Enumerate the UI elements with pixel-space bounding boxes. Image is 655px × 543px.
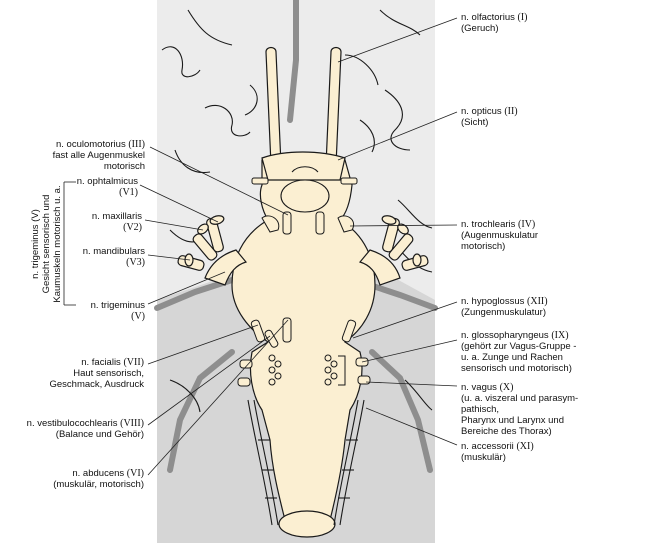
optic-chiasm bbox=[261, 151, 346, 181]
label-trigeminus-branch: n. trigeminus (V) bbox=[90, 300, 145, 322]
label-facialis: n. facialis (VII) Haut sensorisch, Gesch… bbox=[49, 357, 144, 390]
accessory-strands bbox=[247, 399, 365, 526]
label-olfactorius: n. olfactorius (I) (Geruch) bbox=[461, 12, 528, 34]
label-glossopharyngeus: n. glossopharyngeus (IX) (gehört zur Vag… bbox=[461, 330, 577, 374]
olfactory-tracts bbox=[265, 46, 342, 166]
label-abducens: n. abducens (VI) (muskulär, motorisch) bbox=[53, 468, 144, 490]
label-accessorii: n. accessorii (XI) (muskulär) bbox=[461, 441, 534, 463]
label-vagus: n. vagus (X) (u. a. viszeral und parasym… bbox=[461, 382, 579, 437]
label-maxillaris: n. maxillaris (V2) bbox=[91, 211, 142, 233]
label-mandibulars: n. mandibulars (V3) bbox=[82, 246, 145, 268]
label-trochlearis: n. trochlearis (IV) (Augenmuskulatur mot… bbox=[461, 219, 539, 252]
mammillary-body bbox=[280, 179, 330, 213]
label-oculomotorius: n. oculomotorius (III) fast alle Augenmu… bbox=[52, 139, 145, 172]
trigeminal-right bbox=[358, 215, 429, 286]
leader-lines bbox=[63, 17, 458, 476]
pituitary-stalk bbox=[291, 166, 319, 173]
label-vestibulocochlearis: n. vestibulocochlearis (VIII) (Balance u… bbox=[26, 418, 144, 440]
pons-stubs bbox=[250, 317, 357, 348]
midbrain-stubs bbox=[261, 211, 354, 235]
optic-stubs bbox=[251, 177, 358, 185]
rootlets bbox=[268, 354, 346, 386]
label-opticus: n. opticus (II) (Sicht) bbox=[461, 106, 518, 128]
label-hypoglossus: n. hypoglossus (XII) (Zungenmuskulatur) bbox=[461, 296, 548, 318]
label-trigeminus-side: n. trigeminus (V) Gesicht sensorisch und… bbox=[30, 185, 63, 303]
brain-folds bbox=[161, 9, 433, 413]
spinal-cord-cut bbox=[278, 510, 336, 538]
label-ophtalmicus: n. ophtalmicus (V1) bbox=[76, 176, 138, 198]
